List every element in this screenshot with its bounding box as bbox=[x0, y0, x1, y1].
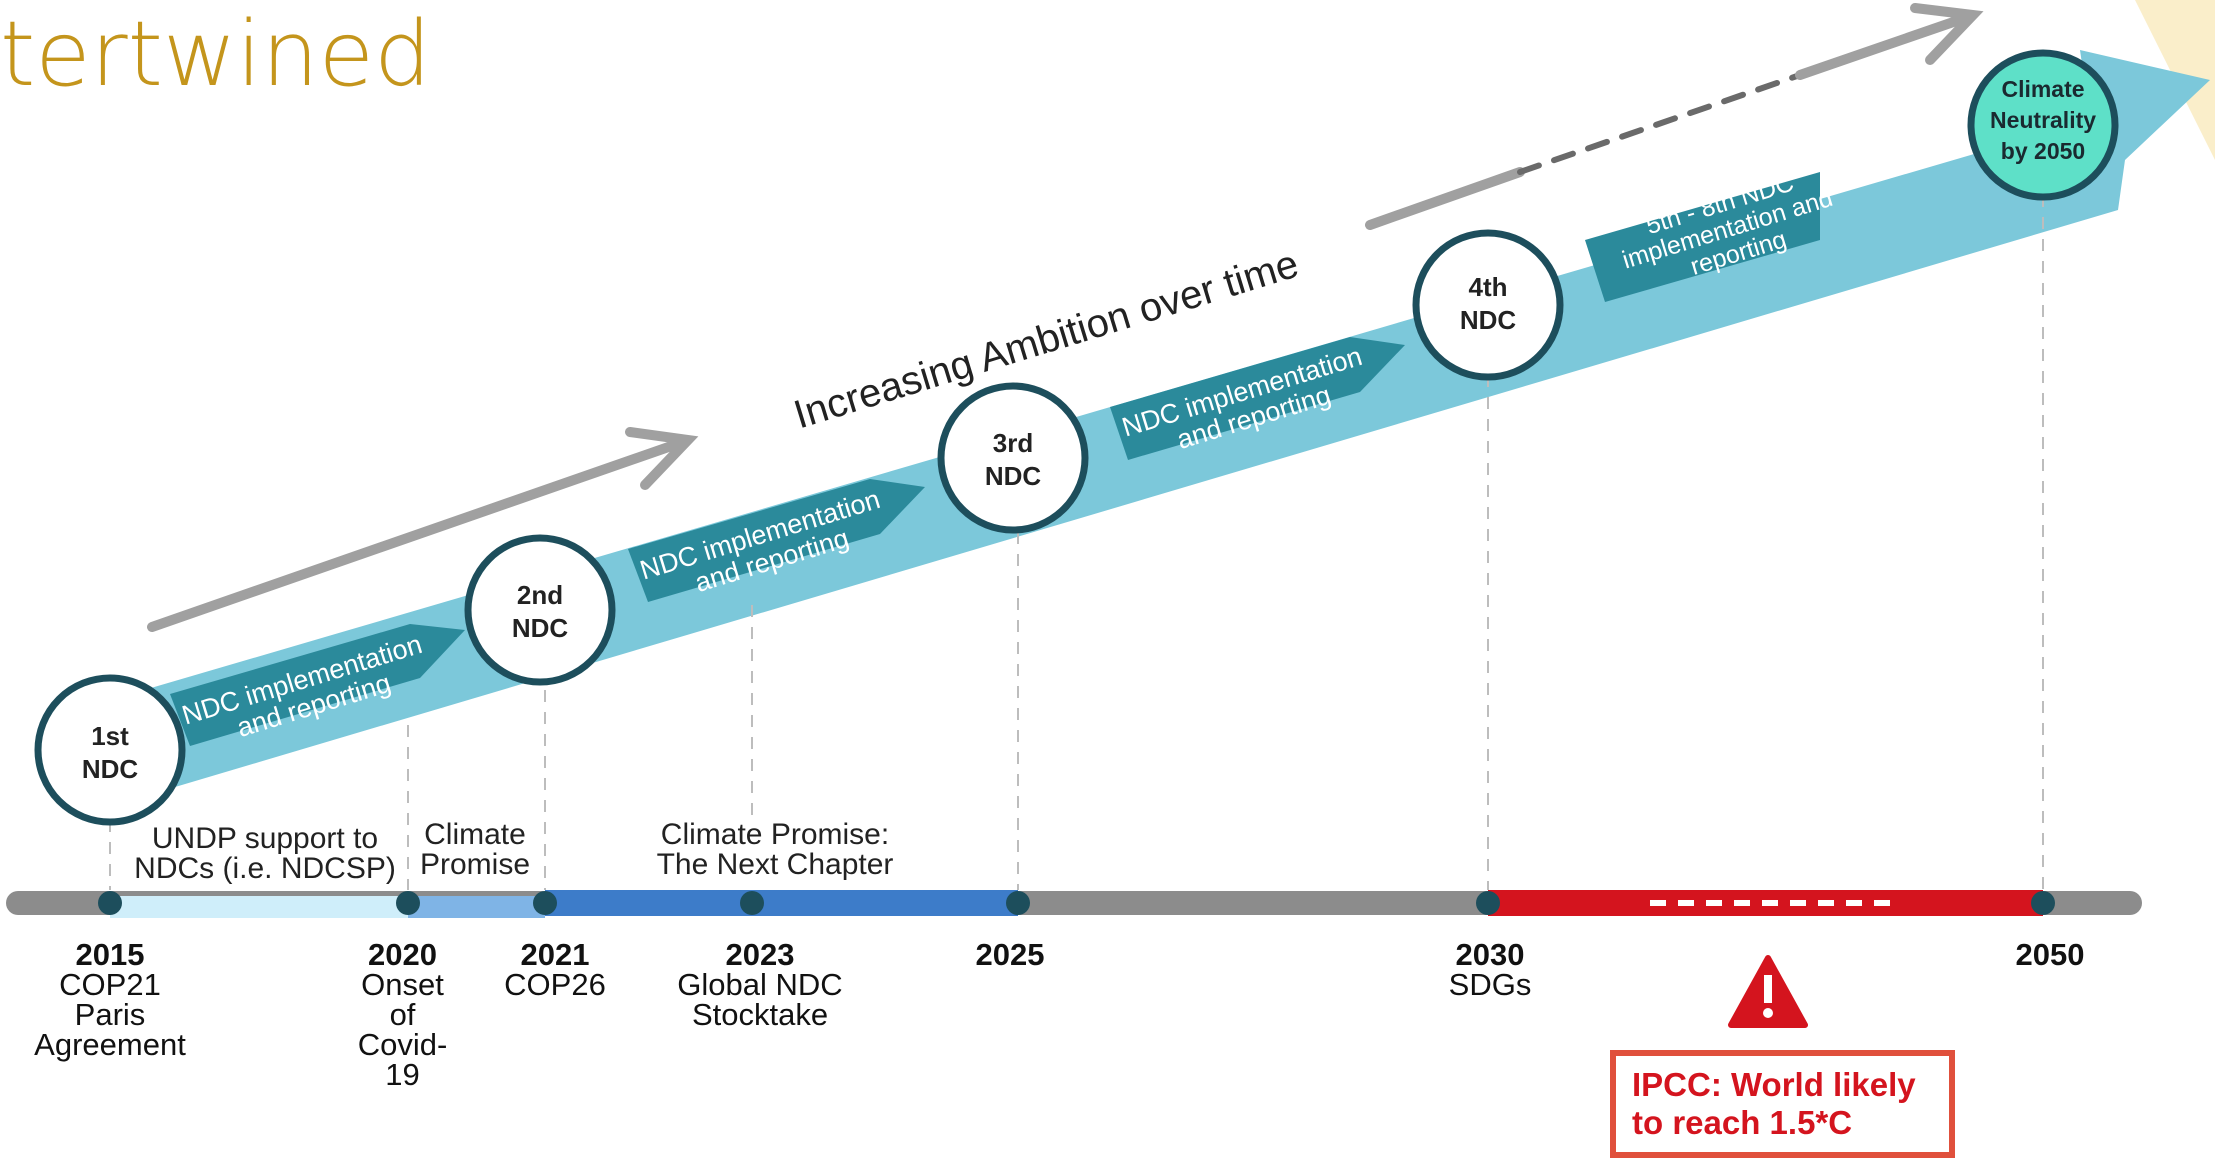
node-2021 bbox=[533, 891, 557, 915]
timeline-nodes bbox=[98, 891, 2055, 915]
milestone-2025: 2025 bbox=[975, 937, 1045, 972]
node-2050 bbox=[2031, 891, 2055, 915]
ndc-circle-4: 4th NDC bbox=[1412, 229, 1564, 381]
warning-triangle-icon bbox=[1728, 955, 1808, 1028]
node-2023 bbox=[740, 891, 764, 915]
slide-title-fragment: tertwined bbox=[0, 2, 432, 107]
svg-text:by 2050: by 2050 bbox=[2001, 138, 2085, 164]
milestone-2021: 2021 COP26 bbox=[504, 937, 606, 1002]
implementation-banner-4 bbox=[1558, 151, 1947, 302]
ipcc-line-1: IPCC: World likely bbox=[1632, 1066, 1916, 1103]
milestone-2015: 2015 COP21 Paris Agreement bbox=[34, 937, 186, 1062]
svg-text:Neutrality: Neutrality bbox=[1990, 107, 2096, 133]
node-2020 bbox=[396, 891, 420, 915]
ndc-circle-3: 3rd NDC bbox=[937, 382, 1089, 534]
implementation-banner-1 bbox=[170, 624, 465, 746]
node-2015 bbox=[98, 891, 122, 915]
svg-text:NDC: NDC bbox=[82, 754, 139, 784]
undp-support-bar bbox=[110, 896, 408, 918]
ndc-circle-2: 2nd NDC bbox=[464, 534, 616, 686]
milestone-2050: 2050 bbox=[2015, 937, 2085, 972]
ipcc-line-2: to reach 1.5*C bbox=[1632, 1104, 1853, 1141]
svg-text:4th: 4th bbox=[1469, 272, 1508, 302]
climate-neutrality-circle: Climate Neutrality by 2050 bbox=[1967, 49, 2119, 201]
climate-promise-label: Climate Promise bbox=[419, 818, 531, 881]
ndc-circle-1: 1st NDC bbox=[34, 674, 186, 826]
svg-text:NDC: NDC bbox=[985, 461, 1042, 491]
node-2025 bbox=[1006, 891, 1030, 915]
implementation-banner-3 bbox=[1110, 337, 1405, 460]
milestone-guides bbox=[109, 195, 2044, 890]
svg-text:NDC: NDC bbox=[1460, 305, 1517, 335]
milestone-2023: 2023 Global NDC Stocktake bbox=[677, 937, 843, 1032]
undp-support-label: UNDP support to NDCs (i.e. NDCSP) bbox=[134, 822, 396, 885]
ambition-arrow-upper bbox=[1365, 3, 1984, 230]
milestone-2030: 2030 SDGs bbox=[1448, 937, 1532, 1002]
svg-text:Climate: Climate bbox=[2001, 76, 2084, 102]
svg-text:NDC: NDC bbox=[512, 613, 569, 643]
node-2030 bbox=[1476, 891, 1500, 915]
ipcc-warning-box: IPCC: World likely to reach 1.5*C bbox=[1610, 1050, 1955, 1158]
next-chapter-bar bbox=[545, 890, 1018, 916]
milestone-2020: 2020 Onset of Covid- 19 bbox=[357, 937, 448, 1092]
ambition-arrow-lower bbox=[147, 427, 699, 632]
implementation-banner-2 bbox=[628, 479, 925, 602]
svg-text:1st: 1st bbox=[91, 721, 129, 751]
svg-text:3rd: 3rd bbox=[993, 428, 1033, 458]
climate-promise-bar bbox=[408, 896, 545, 918]
svg-text:2nd: 2nd bbox=[517, 580, 563, 610]
next-chapter-label: Climate Promise: The Next Chapter bbox=[656, 818, 894, 881]
